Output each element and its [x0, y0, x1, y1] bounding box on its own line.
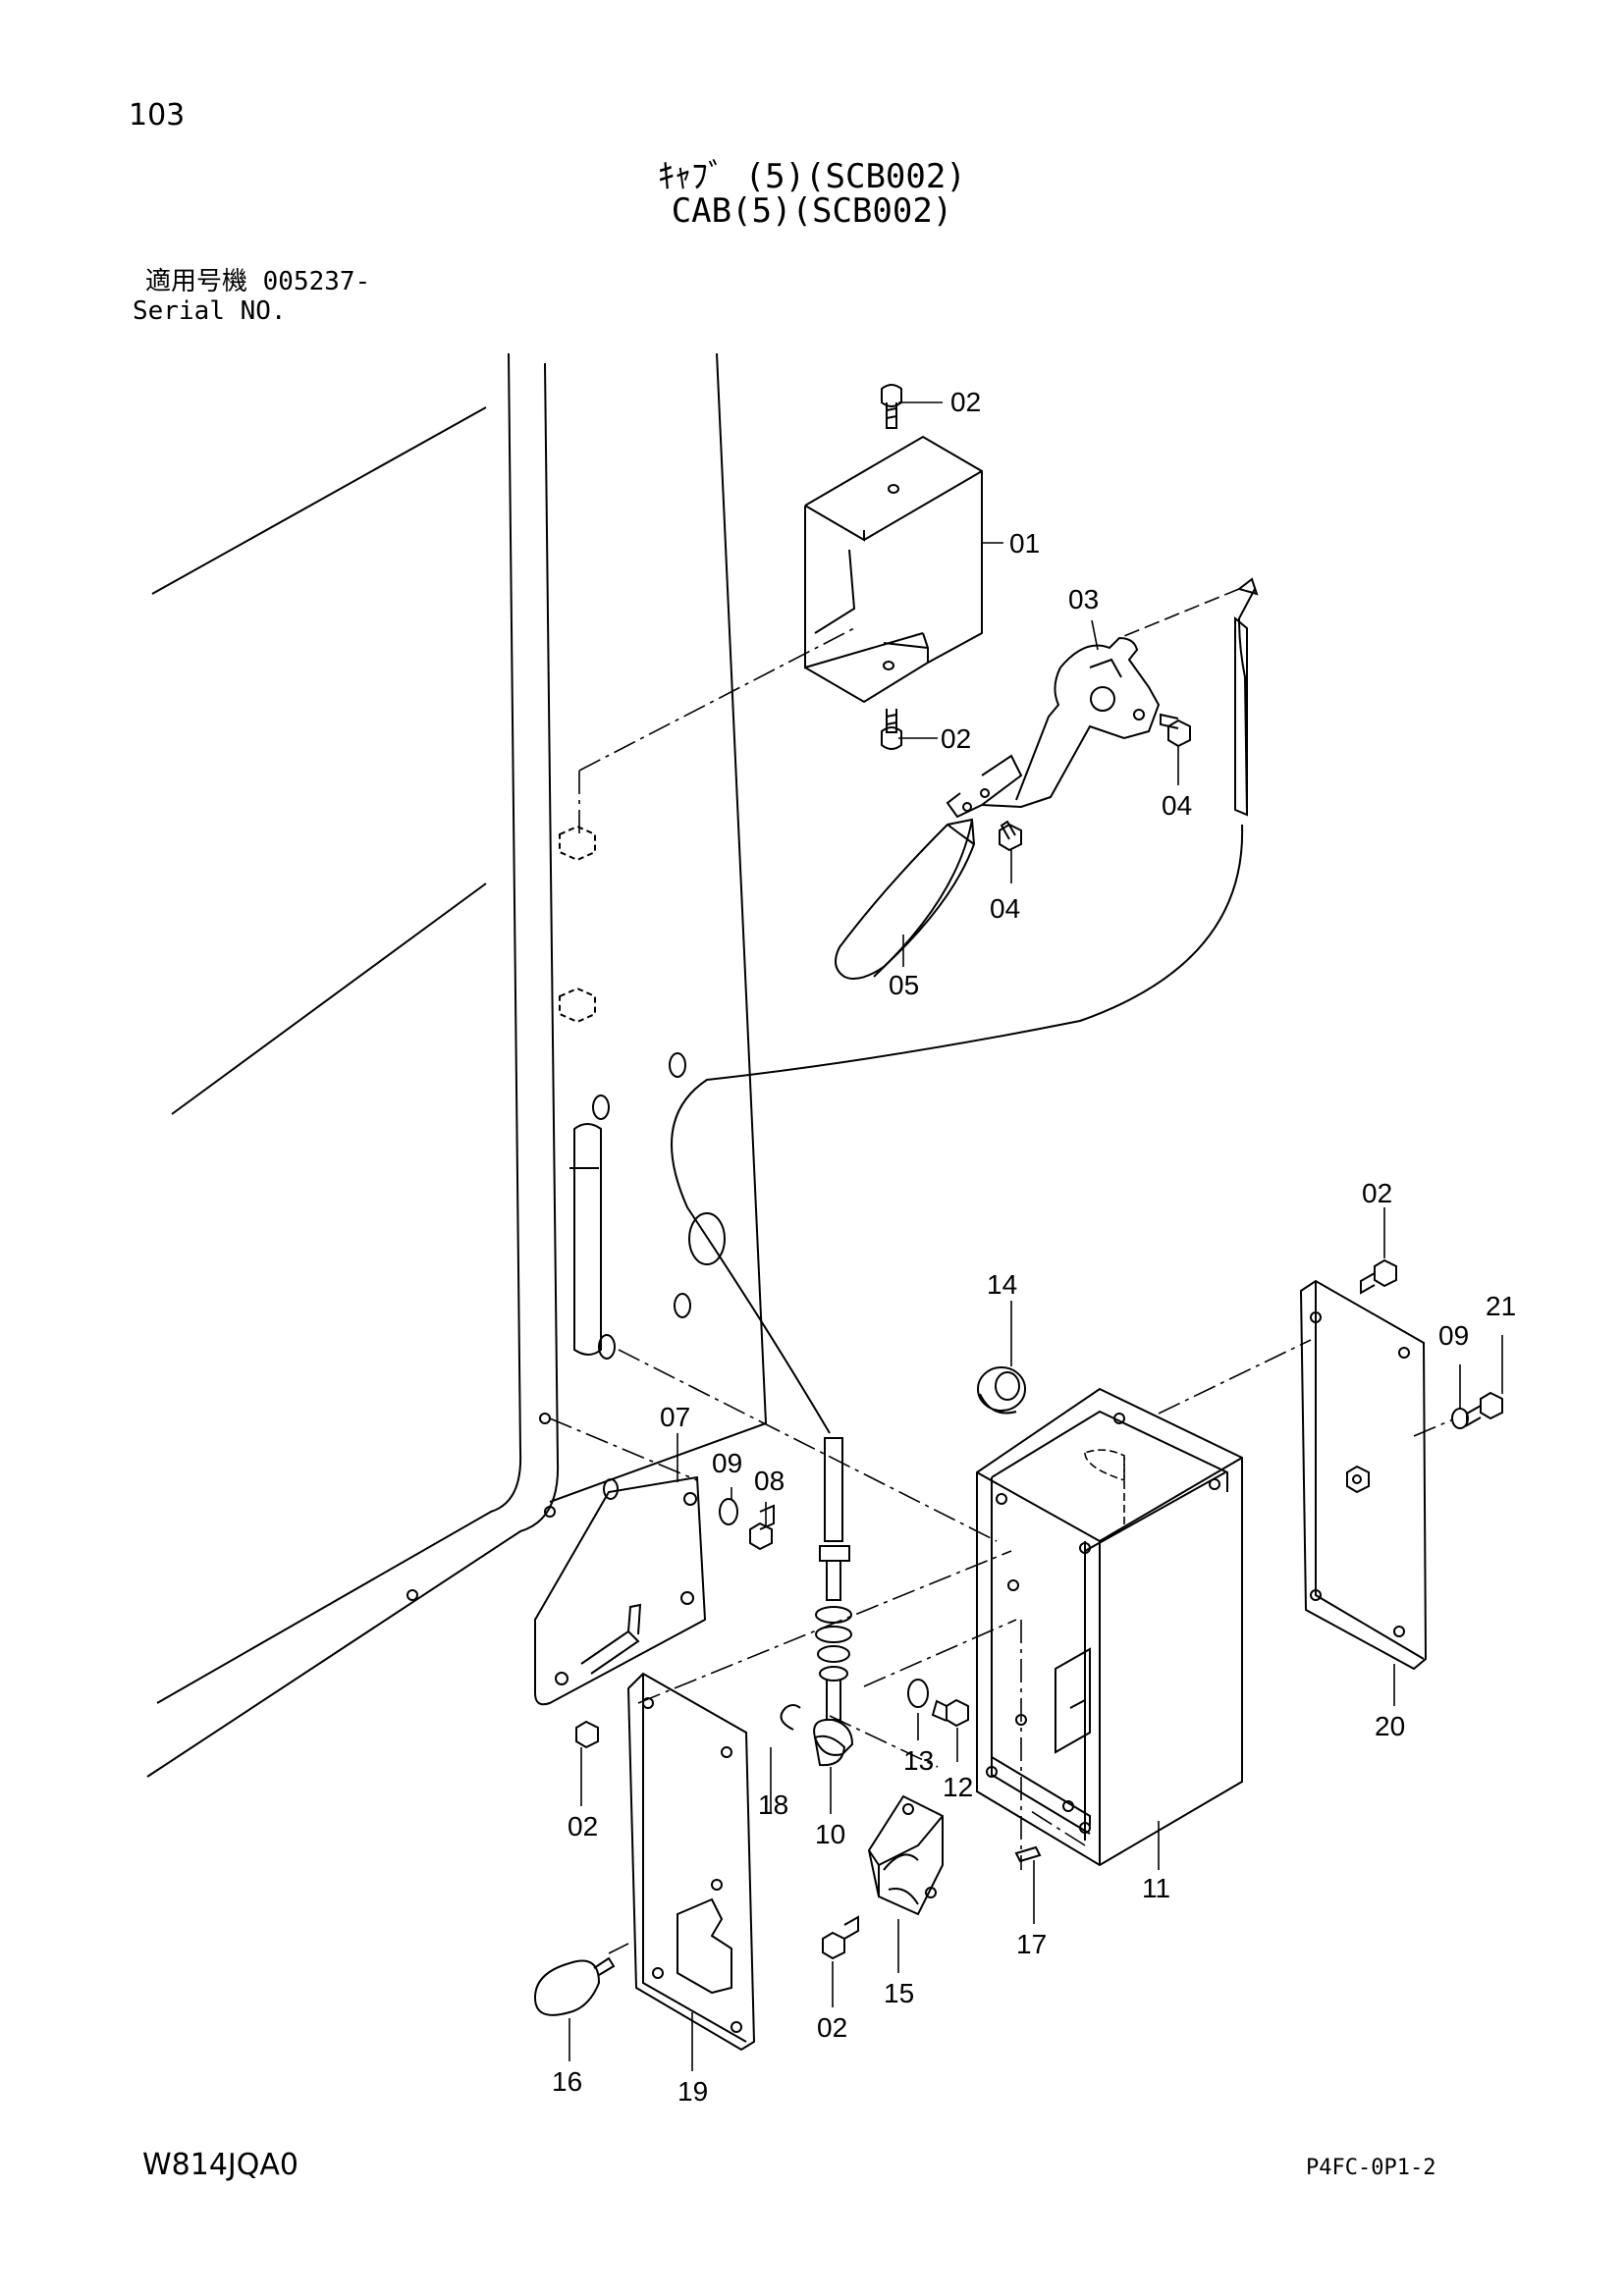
leader-lines [677, 401, 1461, 1526]
callout-12: 12 [943, 1772, 973, 1802]
callout-16: 16 [552, 2066, 582, 2097]
document-code: W814JQA0 [142, 2148, 298, 2182]
part-01-bracket [804, 435, 983, 704]
part-04-bolts [999, 713, 1191, 852]
page-title-en: CAB(5)(SCB002) [671, 191, 953, 231]
page-code: P4FC-0P1-2 [1306, 2156, 1436, 2180]
part-14-grommet [977, 1301, 1026, 1415]
callout-02: 02 [817, 2012, 847, 2043]
part-19-plate [626, 1672, 756, 2071]
callout-02: 02 [568, 1811, 598, 1842]
part-10-clevis [813, 1735, 846, 1814]
callout-09: 09 [1438, 1320, 1469, 1351]
serial-label-jp: 適用号機 005237- [145, 267, 371, 296]
callout-07: 07 [660, 1402, 690, 1432]
callout-04: 04 [990, 893, 1020, 924]
callout-15: 15 [884, 1978, 914, 2008]
part-11-box [976, 1387, 1243, 1870]
callout-13: 13 [903, 1745, 934, 1776]
part-18-clip [770, 1704, 801, 1814]
screw-02-top [881, 384, 902, 750]
callout-02: 02 [941, 723, 971, 754]
serial-label-en: Serial NO. [133, 296, 287, 326]
part-16-knob [533, 1956, 616, 2061]
page-number: 103 [129, 98, 186, 133]
callout-20: 20 [1375, 1711, 1405, 1741]
callout-04: 04 [1162, 790, 1192, 821]
part-21-bolt [1466, 1335, 1503, 1427]
part-07-plate [534, 1475, 707, 1706]
part-05-handle [835, 818, 976, 980]
callout-17: 17 [1016, 1929, 1047, 1959]
page-title-jp: ｷｬﾌﾞ (5)(SCB002) [658, 157, 966, 196]
callout-01: 01 [1009, 528, 1040, 559]
callout-10: 10 [815, 1819, 845, 1849]
callout-05: 05 [889, 970, 919, 1000]
part-13-washer [907, 1679, 929, 1740]
screw-02-others [575, 1207, 1397, 2007]
callout-02: 02 [950, 387, 981, 417]
cab-frame [146, 352, 768, 1778]
part-cable [671, 577, 1259, 1756]
callout-18: 18 [758, 1789, 788, 1820]
part-15-latch [867, 1794, 944, 1973]
callout-09: 09 [712, 1448, 742, 1478]
callout-08: 08 [754, 1466, 785, 1496]
callout-11: 11 [1142, 1873, 1170, 1903]
callout-19: 19 [677, 2076, 708, 2107]
part-03-lever [946, 636, 1161, 819]
part-20-cover-plate [1299, 1279, 1428, 1706]
callout-14: 14 [987, 1269, 1017, 1300]
callout-labels: 02 01 03 02 04 04 05 02 14 21 09 07 09 0… [552, 387, 1516, 2107]
callout-21: 21 [1486, 1291, 1516, 1321]
callout-02: 02 [1362, 1178, 1392, 1208]
part-12-bolt [931, 1698, 969, 1762]
part-17-pin [1014, 1845, 1042, 1924]
callout-03: 03 [1068, 584, 1099, 614]
part-08-bolt [749, 1504, 775, 1551]
